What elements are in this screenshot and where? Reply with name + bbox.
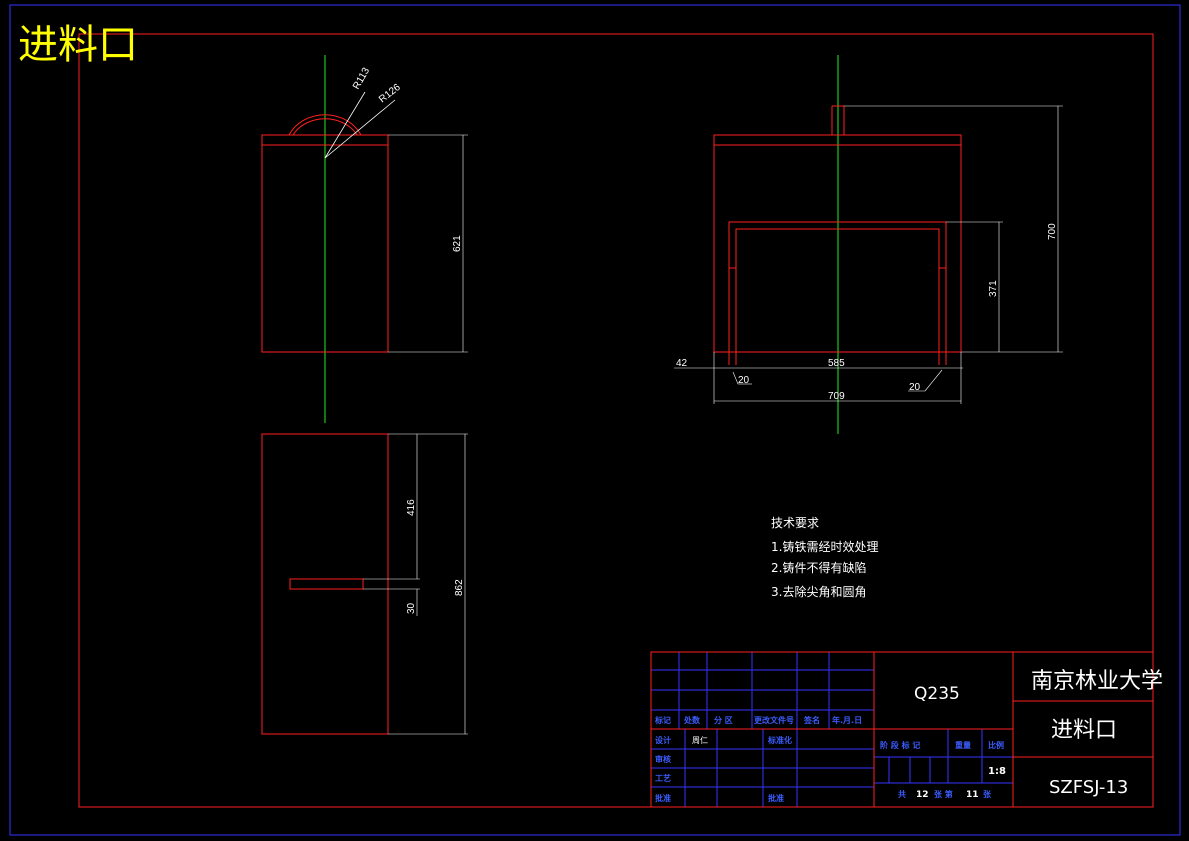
side-view: R113 R126 621 xyxy=(261,55,468,423)
tb-total-sheets: 12 xyxy=(916,790,929,800)
dim-r126: R126 xyxy=(377,82,403,106)
tb-sheet-no: 11 xyxy=(966,790,979,800)
plan-view: 416 30 862 xyxy=(261,433,468,735)
tech-requirements: 技术要求 1.铸铁需经时效处理 2.铸件不得有缺陷 3.去除尖角和圆角 xyxy=(771,516,878,599)
tb-standardize: 标准化 xyxy=(767,735,792,745)
tb-approve-right: 批准 xyxy=(768,793,784,803)
tb-date: 年.月.日 xyxy=(832,715,862,725)
tb-stage-mark: 阶 段 标 记 xyxy=(880,740,920,750)
plan-view-body xyxy=(261,433,389,735)
tb-scale: 1:8 xyxy=(988,766,1006,777)
dim-42: 42 xyxy=(676,358,688,369)
side-view-arc-inner xyxy=(292,118,358,136)
tb-count: 处数 xyxy=(683,715,701,725)
dim-585: 585 xyxy=(828,358,845,369)
title-block: 标记 处数 分 区 更改文件号 签名 年.月.日 设计 周仁 标准化 审核 工艺… xyxy=(650,651,1163,808)
tb-design: 设计 xyxy=(655,735,671,745)
tech-requirement-item: 3.去除尖角和圆角 xyxy=(771,584,866,599)
tb-school: 南京林业大学 xyxy=(1031,669,1163,694)
front-opening-inner xyxy=(735,228,940,365)
dim-371: 371 xyxy=(988,280,999,297)
front-view-body xyxy=(713,134,962,353)
drawing-frame xyxy=(78,33,1154,808)
tb-designer: 周仁 xyxy=(692,735,708,745)
tb-scale-label: 比例 xyxy=(988,740,1004,750)
dim-20-right: 20 xyxy=(909,382,921,393)
tb-total-label: 共 xyxy=(898,789,906,799)
tb-sign: 签名 xyxy=(803,715,820,725)
tech-requirement-item: 1.铸铁需经时效处理 xyxy=(771,539,878,554)
side-view-body xyxy=(261,134,389,353)
dim-30: 30 xyxy=(406,602,417,614)
tb-sheet-suffix: 张 xyxy=(983,790,992,799)
title-block-red-grid xyxy=(650,651,1154,808)
radius-leader-r113 xyxy=(324,91,366,159)
plan-view-slot xyxy=(289,578,364,590)
leader-20-right xyxy=(924,369,943,392)
dim-416: 416 xyxy=(406,499,417,516)
dim-709: 709 xyxy=(828,391,845,402)
drawing-title: 进料口 xyxy=(18,22,138,68)
dim-621: 621 xyxy=(452,235,463,252)
front-view: 700 371 42 585 709 20 20 xyxy=(674,55,1063,434)
tb-mark: 标记 xyxy=(654,715,671,725)
tb-material: Q235 xyxy=(914,684,960,704)
tb-sheet-label: 张 第 xyxy=(934,789,953,799)
title-block-grid xyxy=(651,652,1013,807)
leader-20-left xyxy=(732,371,739,385)
front-opening-outer xyxy=(728,221,947,365)
tb-change-doc: 更改文件号 xyxy=(754,715,794,725)
tb-zone: 分 区 xyxy=(714,715,733,725)
tech-requirements-heading: 技术要求 xyxy=(771,516,819,530)
dim-20-left: 20 xyxy=(738,375,750,386)
radius-leader-r126 xyxy=(324,99,396,159)
tb-craft: 工艺 xyxy=(655,773,671,783)
dim-r113: R113 xyxy=(351,66,372,92)
sheet-outer-border xyxy=(9,4,1181,836)
dim-862: 862 xyxy=(454,579,465,596)
side-view-arc-outer xyxy=(288,114,362,136)
tb-drawing-no: SZFSJ-13 xyxy=(1049,777,1128,798)
dim-700: 700 xyxy=(1047,223,1058,240)
tech-requirement-item: 2.铸件不得有缺陷 xyxy=(771,560,866,575)
tb-approve: 批准 xyxy=(655,793,671,803)
tb-weight: 重量 xyxy=(955,740,971,750)
tb-part-name: 进料口 xyxy=(1051,718,1117,743)
tb-check: 审核 xyxy=(655,754,671,764)
